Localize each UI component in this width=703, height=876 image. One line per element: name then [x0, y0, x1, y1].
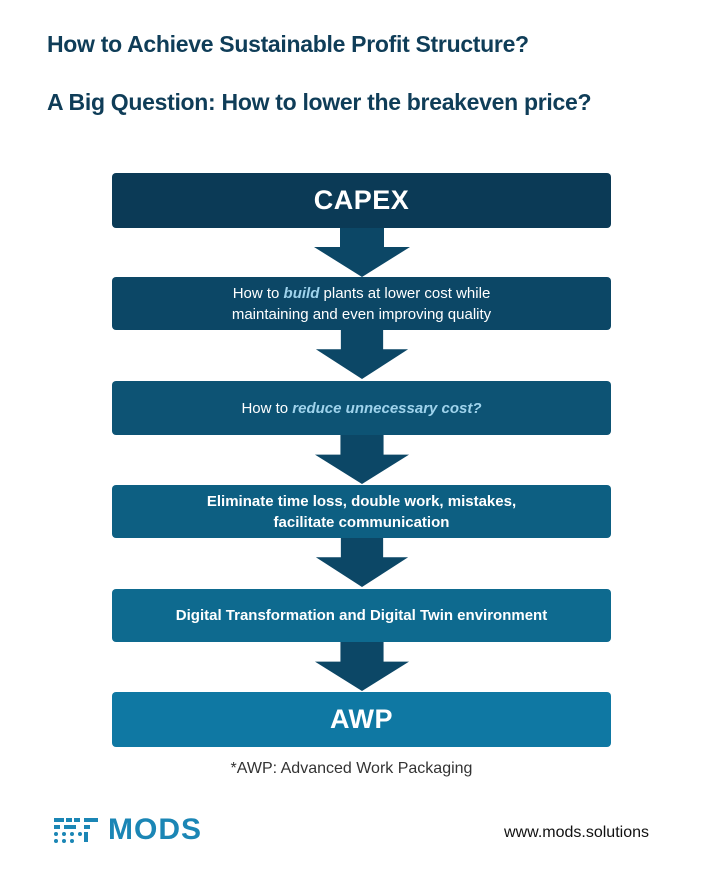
- emphasis-text: build: [283, 284, 320, 302]
- page-title: How to Achieve Sustainable Profit Struct…: [47, 31, 529, 57]
- flow-box-reduce-cost: How to reduce unnecessary cost?: [112, 381, 611, 435]
- flow-box-awp: AWP: [112, 692, 611, 747]
- flow-box-line: facilitate communication: [273, 513, 450, 531]
- flow-box-line: How to build plants at lower cost while: [232, 283, 491, 304]
- arrow-down-icon: [314, 435, 410, 484]
- flow-box-label: AWP: [329, 704, 393, 734]
- arrow-down-icon: [314, 642, 410, 691]
- arrow-down-icon: [314, 228, 410, 277]
- flow-box-capex: CAPEX: [112, 173, 611, 228]
- flow-box-line: maintaining and even improving quality: [231, 305, 492, 323]
- logo-text: MODS: [108, 813, 202, 846]
- mods-logo: MODS: [54, 813, 202, 846]
- flow-box-build: How to build plants at lower cost while …: [112, 277, 611, 330]
- footnote: *AWP: Advanced Work Packaging: [230, 760, 473, 777]
- flow-box-eliminate: Eliminate time loss, double work, mistak…: [112, 485, 611, 538]
- text-segment: How to: [241, 399, 293, 417]
- emphasis-text: reduce unnecessary cost?: [292, 399, 482, 417]
- flow-box-digital: Digital Transformation and Digital Twin …: [112, 589, 611, 642]
- flow-box-label: Digital Transformation and Digital Twin …: [175, 607, 548, 624]
- flow-box-label: CAPEX: [313, 185, 410, 215]
- page-subtitle: A Big Question: How to lower the breakev…: [47, 89, 592, 115]
- arrow-down-icon: [315, 538, 409, 587]
- website-url: www.mods.solutions: [504, 824, 649, 841]
- mods-logo-icon: [54, 818, 98, 843]
- flow-box-line: Eliminate time loss, double work, mistak…: [206, 492, 517, 510]
- text-segment: How to: [232, 284, 284, 302]
- flow-box-line: How to reduce unnecessary cost?: [241, 398, 481, 419]
- text-segment: plants at lower cost while: [319, 284, 491, 302]
- arrow-down-icon: [315, 330, 409, 379]
